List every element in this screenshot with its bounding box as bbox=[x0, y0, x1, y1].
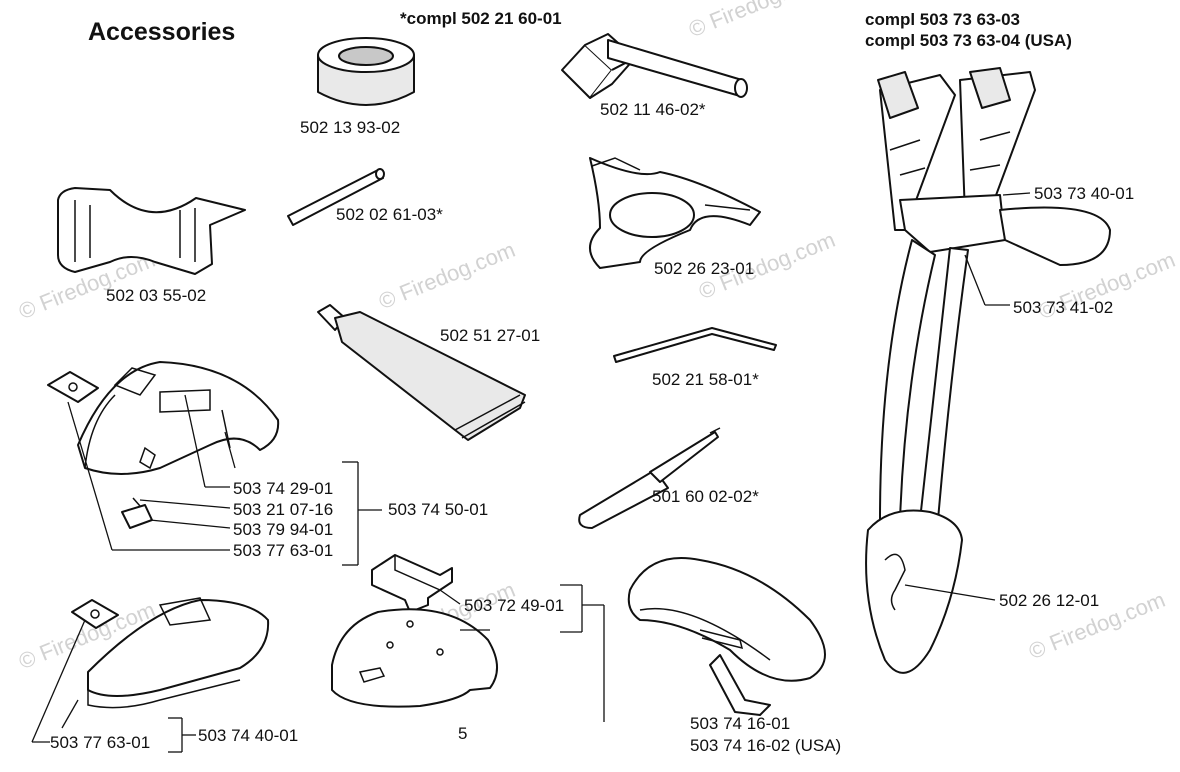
kit-note: *compl 502 21 60-01 bbox=[400, 9, 562, 28]
bracket-guard-drawing bbox=[331, 608, 498, 708]
part-label-harness-buckle: 503 73 40-01 bbox=[1034, 184, 1135, 203]
part-label-locking-pin: 502 02 61-03* bbox=[336, 205, 443, 224]
part-label-guard-screw: 503 21 07-16 bbox=[233, 500, 334, 519]
part-label-guard-plate-a: 503 74 29-01 bbox=[233, 479, 334, 498]
harness-compl-2: compl 503 73 63-04 (USA) bbox=[865, 31, 1072, 50]
hex-key-drawing bbox=[613, 327, 777, 363]
page-title: Accessories bbox=[88, 18, 236, 46]
part-label-partial: 5 bbox=[458, 724, 468, 743]
part-label-trimmer-plate: 503 77 63-01 bbox=[50, 733, 151, 752]
part-label-spool-ring: 502 13 93-02 bbox=[300, 118, 401, 137]
part-label-grease-tube: 502 51 27-01 bbox=[440, 326, 541, 345]
locking-pin-drawing bbox=[287, 168, 385, 226]
spool-ring-drawing bbox=[317, 37, 415, 106]
socket-wrench-drawing bbox=[561, 33, 748, 99]
part-label-socket-wrench: 502 11 46-02* bbox=[600, 100, 706, 119]
part-label-file-tool: 501 60 02-02* bbox=[652, 487, 759, 506]
file-tool-drawing bbox=[578, 427, 721, 529]
part-label-blade-guard-small: 502 03 55-02 bbox=[106, 286, 207, 305]
harness-drawing bbox=[865, 67, 1111, 674]
bracket-drawing bbox=[371, 554, 453, 613]
guard-clip-drawing bbox=[121, 497, 153, 529]
shoulder-pad-plate-drawing bbox=[589, 157, 761, 269]
part-label-harness-strap: 503 73 41-02 bbox=[1013, 298, 1114, 317]
guard-plate-square-drawing bbox=[47, 371, 99, 403]
trimmer-guard-drawing bbox=[87, 597, 270, 709]
part-label-guard-clip: 503 79 94-01 bbox=[233, 520, 334, 539]
trimmer-plate-drawing bbox=[71, 599, 119, 629]
grease-tube-drawing bbox=[317, 304, 526, 441]
part-label-guard-plate-b: 503 77 63-01 bbox=[233, 541, 334, 560]
part-label-bracket-guard: 503 72 49-01 bbox=[464, 596, 565, 615]
part-label-guard-assembly: 503 74 50-01 bbox=[388, 500, 489, 519]
leader-lines bbox=[31, 192, 1031, 753]
harness-compl-1: compl 503 73 63-03 bbox=[865, 10, 1020, 29]
guard-assembly-drawing bbox=[77, 361, 280, 475]
part-label-shoulder-pad-plate: 502 26 23-01 bbox=[654, 259, 755, 278]
part-label-trimmer-guard: 503 74 40-01 bbox=[198, 726, 299, 745]
transport-guard-drawing bbox=[627, 557, 826, 716]
part-label-hex-key: 502 21 58-01* bbox=[652, 370, 759, 389]
part-label-hip-pad: 502 26 12-01 bbox=[999, 591, 1100, 610]
small-blade-guard-drawing bbox=[57, 187, 246, 275]
part-label-transport-guard-2: 503 74 16-02 (USA) bbox=[690, 736, 842, 755]
part-label-transport-guard-1: 503 74 16-01 bbox=[690, 714, 791, 733]
